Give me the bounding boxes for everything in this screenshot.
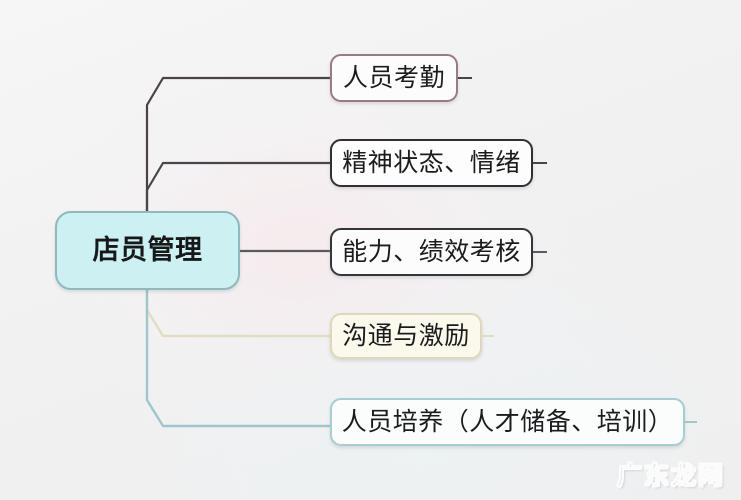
connector-stub-performance — [533, 251, 547, 253]
connector-attendance — [145, 76, 332, 215]
branch-node-communication[interactable]: 沟通与激励 — [330, 313, 482, 359]
root-node[interactable]: 店员管理 — [55, 211, 240, 290]
branch-node-mental-state-label: 精神状态、情绪 — [342, 148, 521, 177]
connector-stub-attendance — [458, 77, 472, 79]
branch-node-talent-development[interactable]: 人员培养（人才储备、培训） — [330, 398, 685, 446]
watermark: 广东龙网 — [616, 462, 725, 491]
connector-stub-talent-development — [685, 421, 697, 423]
connector-stub-communication — [482, 335, 494, 337]
branch-node-performance-label: 能力、绩效考核 — [342, 237, 521, 266]
root-node-label: 店员管理 — [92, 235, 203, 265]
branch-node-communication-label: 沟通与激励 — [342, 321, 470, 350]
branch-node-attendance[interactable]: 人员考勤 — [330, 54, 458, 102]
branch-node-mental-state[interactable]: 精神状态、情绪 — [330, 139, 533, 187]
branch-node-attendance-label: 人员考勤 — [342, 63, 445, 92]
connector-mental-state — [145, 161, 332, 215]
connector-talent-development — [145, 286, 332, 428]
connector-communication — [145, 286, 332, 338]
connector-stub-mental-state — [533, 162, 547, 164]
branch-node-performance[interactable]: 能力、绩效考核 — [330, 228, 533, 276]
branch-node-talent-development-label: 人员培养（人才储备、培训） — [341, 407, 674, 436]
